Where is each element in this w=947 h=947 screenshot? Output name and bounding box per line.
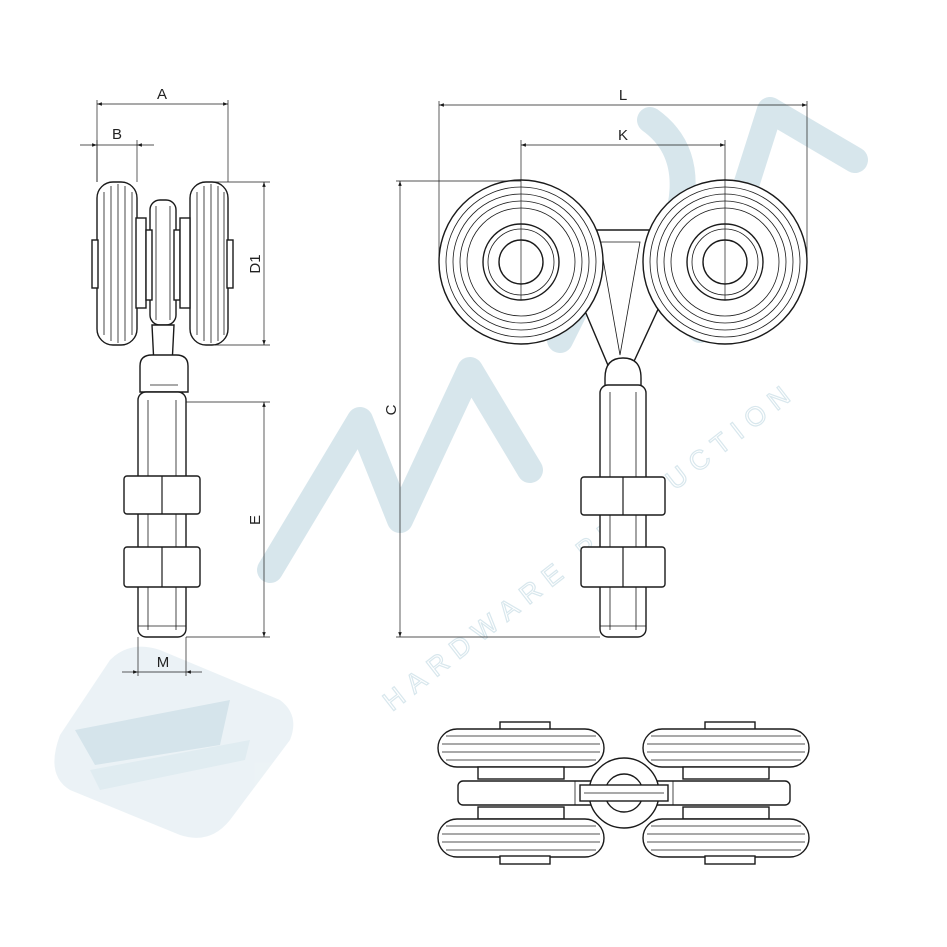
dimension-c: C — [383, 180, 600, 638]
dimension-a-label: A — [157, 86, 167, 103]
dimension-l: L — [438, 87, 808, 262]
side-center-hanger — [139, 199, 189, 393]
top-lower-left-wheel — [437, 806, 605, 865]
dimension-k-label: K — [618, 127, 628, 144]
dimension-k: K — [520, 127, 726, 300]
side-view — [91, 181, 234, 638]
dimension-e-label: E — [247, 515, 264, 525]
top-upper-left-wheel — [437, 721, 605, 780]
top-view — [437, 721, 810, 865]
top-center-bar — [457, 757, 791, 829]
front-bolt — [580, 357, 666, 638]
top-upper-right-wheel — [642, 721, 810, 780]
dimension-b-label: B — [112, 126, 122, 143]
side-bolt — [123, 391, 201, 638]
top-lower-right-wheel — [642, 806, 810, 865]
dimension-b: B — [80, 126, 154, 182]
dimension-m: M — [122, 637, 202, 676]
side-right-wheel — [179, 181, 234, 346]
dimension-c-label: C — [383, 404, 400, 415]
watermark-letters — [257, 97, 868, 583]
dimension-l-label: L — [619, 87, 627, 104]
dimension-d1-label: D1 — [247, 254, 264, 273]
dimension-e: E — [186, 401, 270, 638]
dimension-d1: D1 — [215, 181, 270, 346]
side-left-wheel — [91, 181, 147, 346]
watermark-badge — [54, 646, 294, 838]
dimension-m-label: M — [157, 654, 170, 671]
